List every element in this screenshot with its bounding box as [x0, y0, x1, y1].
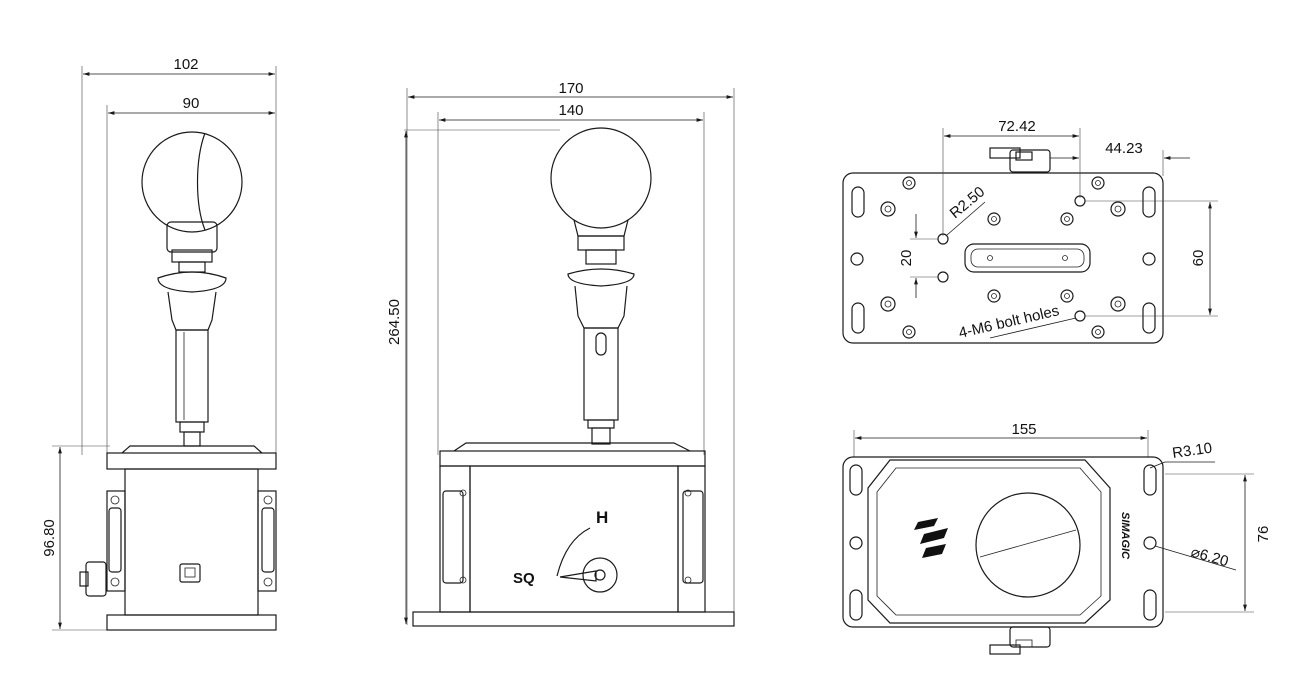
- front-shift-knob: [550, 127, 652, 445]
- dim-bottom-hole-diameter: ⌀6.20: [1154, 544, 1237, 571]
- dim-top-hole-offset-label: 72.42: [998, 118, 1036, 135]
- dim-top-bolt-spacing-label: 60: [1190, 250, 1207, 267]
- top-slots: [850, 186, 1156, 334]
- brand-wordmark: SIMAGIC: [1119, 512, 1131, 560]
- dim-front-overall-width: 170: [406, 80, 735, 625]
- bottom-plate: [842, 456, 1164, 628]
- side-shift-knob: [141, 131, 243, 447]
- top-center-slot: [964, 243, 1091, 273]
- dim-bottom-width: 155: [853, 421, 1149, 468]
- bottom-clip: [989, 626, 1051, 655]
- dim-front-inner-width: 140: [437, 102, 705, 455]
- dim-front-inner-width-label: 140: [558, 102, 583, 119]
- dim-top-hole-spacing-label: 20: [898, 250, 915, 267]
- dim-side-overall-width: 102: [81, 56, 277, 455]
- dim-top-edge-offset: 44.23: [1050, 140, 1190, 176]
- bottom-slots: [849, 464, 1157, 621]
- top-clip: [989, 147, 1051, 173]
- mode-label-sq: SQ: [513, 570, 535, 587]
- bottom-view: 155 SIMAGIC: [842, 421, 1272, 655]
- top-mounting-plate: [842, 172, 1164, 344]
- dim-top-bolt-spacing: 60: [1085, 200, 1218, 317]
- dim-bottom-width-label: 155: [1011, 421, 1036, 438]
- dim-front-overall-width-label: 170: [558, 80, 583, 97]
- usb-port-icon: [179, 563, 201, 583]
- front-view: 170 140 264.50: [386, 80, 735, 627]
- mode-selector-icon: [556, 527, 618, 593]
- dim-bottom-height: 76: [1165, 473, 1272, 613]
- dim-bottom-corner-radius-label: R3.10: [1171, 440, 1213, 462]
- dim-side-height: 96.80: [41, 445, 110, 631]
- brand-logo-icon: [914, 518, 948, 558]
- dim-top-edge-offset-label: 44.23: [1105, 140, 1143, 157]
- side-housing: [79, 445, 277, 631]
- dim-bottom-height-label: 76: [1255, 526, 1272, 543]
- dim-top-hole-offset: 72.42: [942, 118, 1081, 236]
- side-button-icon: [79, 561, 107, 597]
- dim-side-height-label: 96.80: [41, 519, 58, 557]
- dim-bottom-corner-radius: R3.10: [1149, 440, 1215, 469]
- dim-bottom-hole-diameter-label: ⌀6.20: [1189, 544, 1230, 571]
- dim-side-inner-width: 90: [106, 95, 275, 455]
- mode-label-h: H: [596, 508, 608, 527]
- bottom-pocket: [867, 459, 1111, 624]
- front-housing: H SQ: [412, 442, 735, 627]
- dim-front-total-height: 264.50: [386, 129, 560, 624]
- dim-top-hole-spacing: 20: [898, 214, 938, 298]
- dim-side-inner-width-label: 90: [183, 95, 200, 112]
- dim-front-total-height-label: 264.50: [386, 299, 403, 345]
- top-view: 72.42 44.23 R2.50 20 60: [842, 118, 1218, 344]
- dim-side-overall-width-label: 102: [173, 56, 198, 73]
- side-view: 102 90 96.80: [41, 56, 277, 631]
